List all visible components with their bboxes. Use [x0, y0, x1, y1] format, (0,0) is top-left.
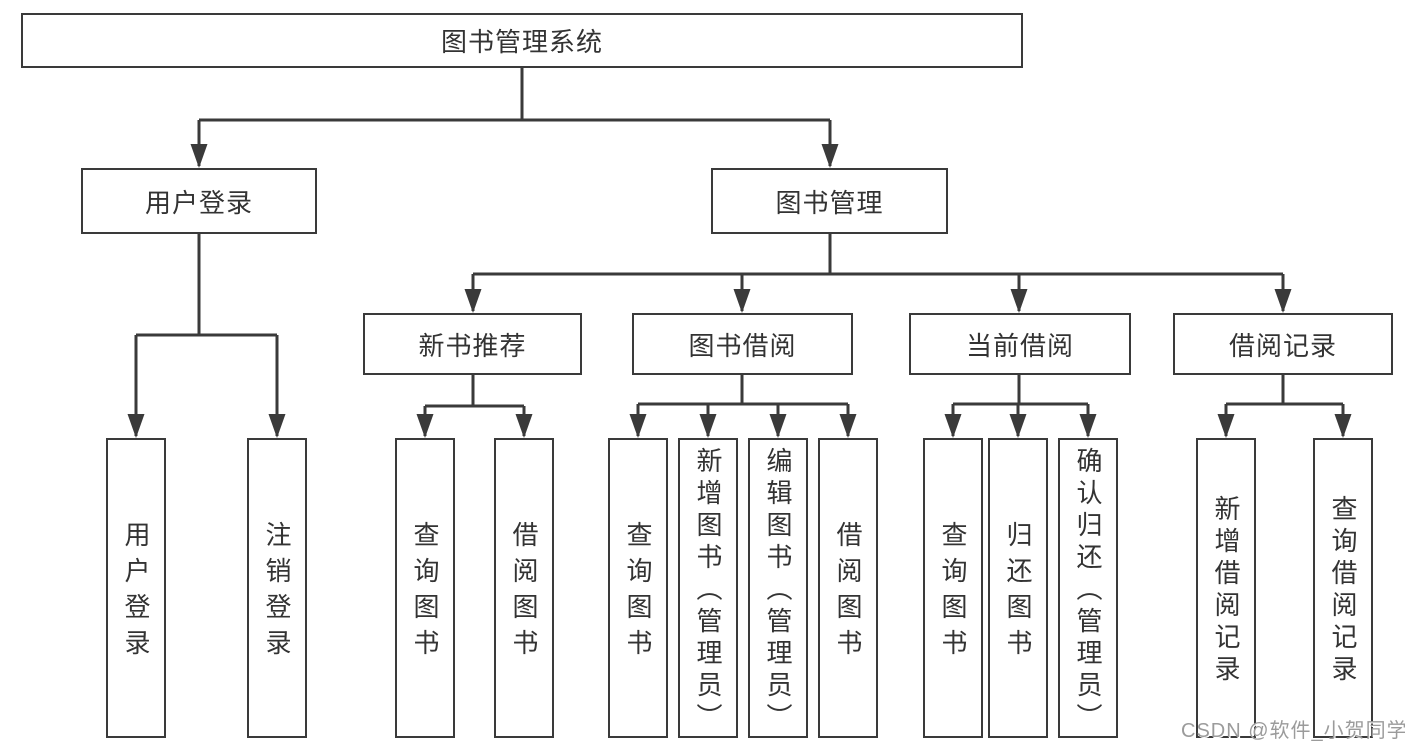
arrow-down-icon [1274, 289, 1292, 313]
node-current-borrowing: 当前借阅 [909, 313, 1131, 375]
node-label: 查询图书 [623, 521, 653, 665]
leaf-recommend-query-books: 查询图书 [395, 438, 455, 738]
node-label: 用户登录 [121, 521, 151, 665]
node-user-login: 用户登录 [81, 168, 317, 234]
node-label: 借阅图书 [509, 521, 539, 665]
arrow-down-icon [1079, 414, 1097, 438]
leaf-borrowing-query-books: 查询图书 [608, 438, 668, 738]
node-label: 图书管理 [775, 187, 884, 218]
node-label: 借阅图书 [833, 521, 863, 665]
node-label: 查询图书 [938, 521, 968, 665]
leaf-query-borrow-record: 查询借阅记录 [1313, 438, 1373, 738]
arrow-down-icon [1010, 289, 1028, 313]
arrow-down-icon [839, 414, 857, 438]
node-book-management: 图书管理 [711, 168, 948, 234]
arrow-down-icon [699, 414, 717, 438]
node-label: 查询图书 [410, 521, 440, 665]
leaf-borrowing-borrow-books: 借阅图书 [818, 438, 878, 738]
leaf-logout: 注销登录 [247, 438, 307, 738]
arrow-down-icon [1217, 414, 1235, 438]
leaf-add-borrow-record: 新增借阅记录 [1196, 438, 1256, 738]
node-new-book-recommendation: 新书推荐 [363, 313, 582, 375]
node-label: 查询借阅记录 [1328, 495, 1358, 687]
arrow-down-icon [733, 289, 751, 313]
node-label: 图书借阅 [688, 330, 797, 361]
node-label: 新增借阅记录 [1211, 495, 1241, 687]
node-label: 新增图书（管理员） [693, 447, 723, 735]
arrow-down-icon [127, 414, 145, 438]
arrow-down-icon [464, 289, 482, 313]
arrow-down-icon [629, 414, 647, 438]
arrow-down-icon [821, 144, 839, 168]
arrow-down-icon [416, 414, 434, 438]
node-library-management-system: 图书管理系统 [21, 13, 1023, 68]
node-label: 当前借阅 [965, 330, 1074, 361]
leaf-recommend-borrow-books: 借阅图书 [494, 438, 554, 738]
node-label: 确认归还（管理员） [1073, 447, 1103, 735]
leaf-current-query-books: 查询图书 [923, 438, 983, 738]
leaf-add-books-admin: 新增图书（管理员） [678, 438, 738, 738]
leaf-return-books: 归还图书 [988, 438, 1048, 738]
arrow-down-icon [515, 414, 533, 438]
node-label: 新书推荐 [418, 330, 527, 361]
node-borrowing-records: 借阅记录 [1173, 313, 1393, 375]
arrow-down-icon [769, 414, 787, 438]
node-label: 注销登录 [262, 521, 292, 665]
node-label: 借阅记录 [1228, 330, 1337, 361]
watermark: CSDN @软件_小贺同学 [1181, 720, 1405, 742]
arrow-down-icon [1009, 414, 1027, 438]
arrow-down-icon [944, 414, 962, 438]
arrow-down-icon [268, 414, 286, 438]
leaf-confirm-return-admin: 确认归还（管理员） [1058, 438, 1118, 738]
arrow-down-icon [190, 144, 208, 168]
node-label: 归还图书 [1003, 521, 1033, 665]
node-book-borrowing: 图书借阅 [632, 313, 853, 375]
arrow-down-icon [1334, 414, 1352, 438]
node-label: 图书管理系统 [440, 27, 603, 57]
node-label: 编辑图书（管理员） [763, 447, 793, 735]
node-label: 用户登录 [144, 187, 253, 218]
leaf-edit-books-admin: 编辑图书（管理员） [748, 438, 808, 738]
leaf-user-login: 用户登录 [106, 438, 166, 738]
